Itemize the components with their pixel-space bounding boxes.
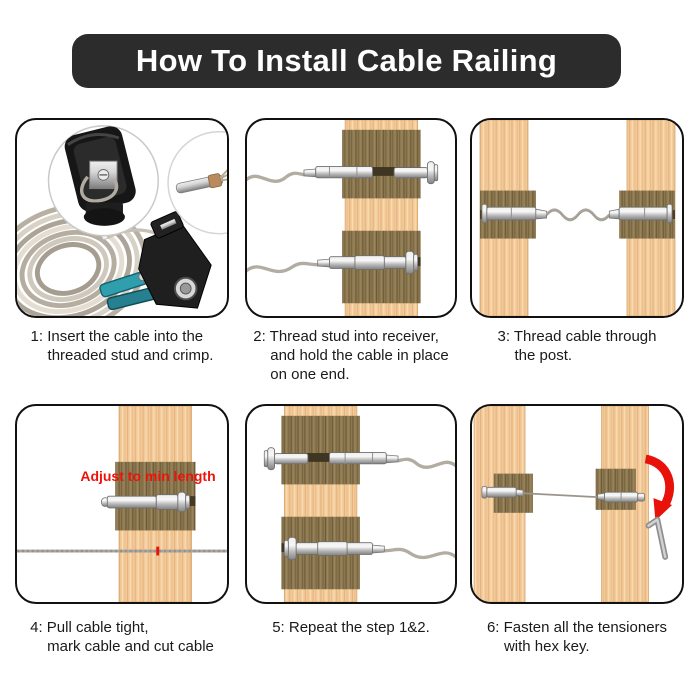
fitting-right (608, 203, 673, 224)
closeup-inset-grommet (47, 125, 159, 237)
caption-line: 4: Pull cable tight, (30, 619, 149, 636)
step-6-caption: 6: Fasten all the tensioners with hex ke… (470, 618, 684, 656)
title-banner: How To Install Cable Railing (72, 34, 621, 88)
caption-line: on one end. (270, 366, 350, 383)
steel-cable (247, 261, 322, 274)
step-5-illustration (263, 406, 455, 602)
hex-key-icon (645, 516, 669, 560)
step-5-caption: 5: Repeat the step 1&2. (245, 618, 457, 637)
receiver-top (393, 161, 439, 185)
steel-cable (523, 492, 598, 499)
step-3-caption: 3: Thread cable through the post. (470, 327, 684, 365)
cable-loop (79, 175, 119, 203)
caption-line: 6: Fasten all the tensioners (486, 619, 668, 636)
wood-post (281, 406, 360, 602)
step-1-illustration (17, 125, 227, 316)
stretched-cable (17, 546, 227, 556)
step-4-caption: 4: Pull cable tight, mark cable and cut … (15, 618, 229, 656)
tensioner (101, 491, 191, 513)
step-2-panel (245, 118, 457, 318)
step-4-illustration (17, 406, 227, 602)
caption-line: 2: Thread stud into receiver, (253, 328, 439, 345)
caption-line: 3: Thread cable through (497, 328, 657, 345)
step-3-panel (470, 118, 684, 318)
caption-line: mark cable and cut cable (47, 638, 214, 655)
caption-line: 1: Insert the cable into the (30, 328, 204, 345)
cable-stud-top (328, 452, 455, 469)
step-1-panel (15, 118, 229, 318)
cut-mark (156, 546, 160, 556)
rotation-arrow-icon (644, 454, 675, 521)
wood-post (342, 120, 421, 316)
closeup-inset-crimped-sleeve (167, 131, 227, 235)
step-1-caption: 1: Insert the cable into the threaded st… (15, 327, 229, 365)
fitting-left (481, 203, 548, 224)
caption-line: the post. (514, 347, 573, 364)
step-3-illustration (479, 120, 676, 316)
tensioner-right (597, 491, 646, 503)
caption-line: and hold the cable in place (270, 347, 449, 364)
adjust-min-length-label: Adjust to min length (80, 468, 216, 484)
step-5-panel (245, 404, 457, 604)
page-title: How To Install Cable Railing (135, 43, 558, 78)
step-6-illustration (473, 406, 675, 602)
wood-post-right (595, 406, 649, 602)
receiver-top (263, 447, 309, 471)
joined-assembly-bottom (247, 250, 419, 275)
steel-cable (380, 547, 455, 560)
step-2-caption: 2: Thread stud into receiver, and hold t… (245, 327, 457, 384)
steel-cable (545, 208, 611, 221)
caption-line: with hex key. (503, 638, 590, 655)
wood-post-left (473, 406, 533, 602)
fitting-left (481, 485, 524, 499)
cable-coil (17, 203, 148, 316)
steel-cable (247, 171, 308, 183)
step-6-panel (470, 404, 684, 604)
steel-cable (394, 457, 455, 469)
caption-line: threaded stud and crimp. (47, 347, 214, 364)
step-4-panel: Adjust to min length (15, 404, 229, 604)
step-2-illustration (247, 120, 439, 316)
caption-line: 5: Repeat the step 1&2. (272, 619, 430, 636)
joined-assembly-bottom (283, 536, 455, 561)
cable-stud-top (247, 166, 374, 183)
crimping-tool (99, 211, 212, 311)
